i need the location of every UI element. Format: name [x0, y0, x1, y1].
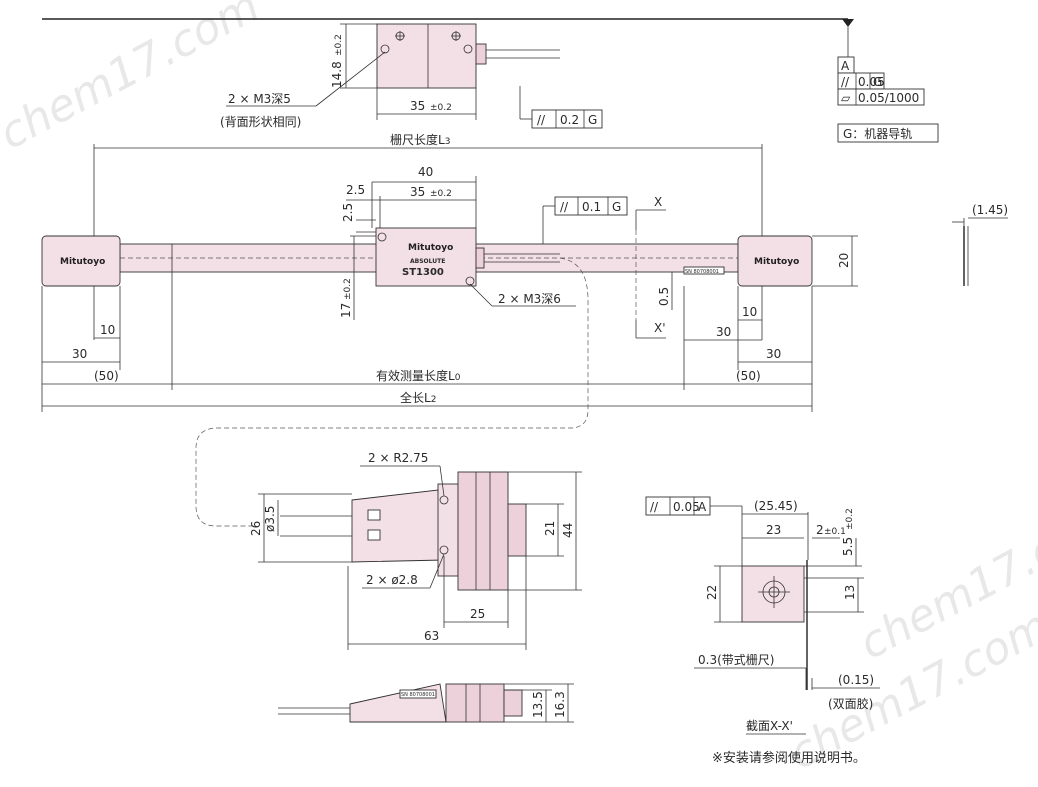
svg-text:23: 23: [766, 523, 781, 537]
svg-text:(50): (50): [736, 369, 761, 383]
svg-text:2.5: 2.5: [341, 203, 355, 222]
svg-text:(1.45): (1.45): [972, 203, 1008, 217]
svg-text:22: 22: [705, 585, 719, 600]
svg-text:X: X: [654, 195, 662, 209]
svg-text:±0.2: ±0.2: [845, 508, 855, 530]
svg-text:17: 17: [339, 303, 353, 318]
footnote: ※安装请参阅使用说明书。: [712, 750, 866, 766]
svg-text://: //: [537, 113, 546, 127]
svg-text:30: 30: [766, 347, 781, 361]
svg-text://: //: [650, 500, 659, 514]
svg-text:35: 35: [410, 185, 425, 199]
svg-text:SN 80708001: SN 80708001: [401, 692, 435, 698]
svg-text:5.5: 5.5: [841, 537, 855, 556]
svg-text:Mitutoyo: Mitutoyo: [408, 243, 453, 253]
side-detail-view: 2 × R2.75 2 × ø2.8 26 ø3.5 21 44 25 63: [249, 451, 582, 650]
svg-text:0.05: 0.05: [858, 75, 885, 89]
svg-text:2: 2: [816, 523, 824, 537]
svg-text:14.8: 14.8: [330, 61, 344, 88]
bottom-view: SN 80708001 13.5 16.3: [278, 683, 574, 723]
svg-text:30: 30: [72, 347, 87, 361]
top-view: 14.8 ±0.2 35 ±0.2 2 × M3深5 (背面形状相同) // 0…: [220, 23, 603, 129]
svg-text:±0.2: ±0.2: [334, 34, 344, 56]
svg-text:±0.1: ±0.1: [824, 527, 846, 537]
svg-text:SN 80708001: SN 80708001: [685, 269, 719, 275]
svg-text:G: G: [612, 200, 621, 214]
svg-text:X': X': [654, 321, 666, 335]
svg-text:(50): (50): [94, 369, 119, 383]
svg-text:26: 26: [249, 521, 263, 536]
svg-text:0.5: 0.5: [657, 287, 671, 306]
svg-text:2 × ø2.8: 2 × ø2.8: [366, 573, 418, 587]
svg-text:35: 35: [410, 99, 425, 113]
right-side-view: (1.45): [952, 203, 1008, 286]
svg-text://: //: [841, 75, 850, 89]
svg-text:(0.15): (0.15): [838, 673, 874, 687]
svg-text:0.2: 0.2: [560, 113, 579, 127]
svg-text:21: 21: [543, 521, 557, 536]
svg-text:±0.2: ±0.2: [430, 189, 452, 199]
svg-text:(双面胶): (双面胶): [828, 696, 873, 711]
datum-triangle: [842, 19, 854, 27]
svg-text:有效测量长度L0: 有效测量长度L0: [376, 368, 461, 383]
svg-text:2.5: 2.5: [346, 183, 365, 197]
svg-text:G: G: [588, 113, 597, 127]
svg-text:13: 13: [843, 585, 857, 600]
svg-text:(背面形状相同): (背面形状相同): [220, 115, 301, 129]
svg-text:Mitutoyo: Mitutoyo: [60, 257, 105, 267]
svg-text:0.1: 0.1: [582, 200, 601, 214]
svg-text://: //: [560, 200, 569, 214]
datum-table: A // 0.05 G ▱ 0.05/1000 G：机器导轨: [837, 56, 939, 143]
svg-text:ø3.5: ø3.5: [263, 506, 277, 532]
svg-text:▱: ▱: [841, 91, 851, 105]
svg-text:G: G: [873, 75, 882, 89]
svg-text:A: A: [841, 59, 850, 73]
svg-text:13.5: 13.5: [531, 691, 545, 718]
svg-text:0.3(带式栅尺): 0.3(带式栅尺): [698, 652, 774, 667]
svg-text:10: 10: [100, 323, 115, 337]
svg-text:±0.2: ±0.2: [430, 103, 452, 113]
svg-text:20: 20: [837, 253, 851, 268]
svg-text:G：机器导轨: G：机器导轨: [843, 127, 912, 141]
svg-text:A: A: [698, 500, 707, 514]
svg-text:0.05: 0.05: [673, 500, 700, 514]
cross-section-view: // 0.05 A (25.45) 23 2 ±0.1 5.5 ±0.2 22 …: [645, 496, 880, 735]
svg-text:2 × R2.75: 2 × R2.75: [368, 451, 428, 465]
svg-text:40: 40: [418, 165, 433, 179]
svg-text:2 × M3深5: 2 × M3深5: [228, 92, 291, 106]
callout-path: [195, 257, 589, 527]
svg-text:16.3: 16.3: [553, 691, 567, 718]
svg-text:10: 10: [742, 305, 757, 319]
svg-text:0.05/1000: 0.05/1000: [858, 91, 919, 105]
svg-text:2 × M3深6: 2 × M3深6: [498, 292, 561, 306]
svg-text:Mitutoyo: Mitutoyo: [754, 257, 799, 267]
svg-text:栅尺长度L3: 栅尺长度L3: [390, 132, 450, 147]
svg-text:44: 44: [561, 523, 575, 538]
main-view: 栅尺长度L3 Mitutoyo Mitutoyo SN 80708001 Mit…: [41, 132, 858, 412]
svg-text:25: 25: [470, 607, 485, 621]
svg-text:全长L2: 全长L2: [400, 390, 436, 405]
svg-text:ABSOLUTE: ABSOLUTE: [410, 258, 445, 265]
svg-text:30: 30: [716, 325, 731, 339]
svg-text:(25.45): (25.45): [754, 499, 798, 513]
watermark-left: chem17.com: [0, 0, 268, 160]
svg-text:±0.2: ±0.2: [343, 278, 353, 300]
svg-text:63: 63: [424, 629, 439, 643]
svg-text:ST1300: ST1300: [402, 267, 444, 278]
svg-text:截面X-X': 截面X-X': [746, 719, 793, 733]
